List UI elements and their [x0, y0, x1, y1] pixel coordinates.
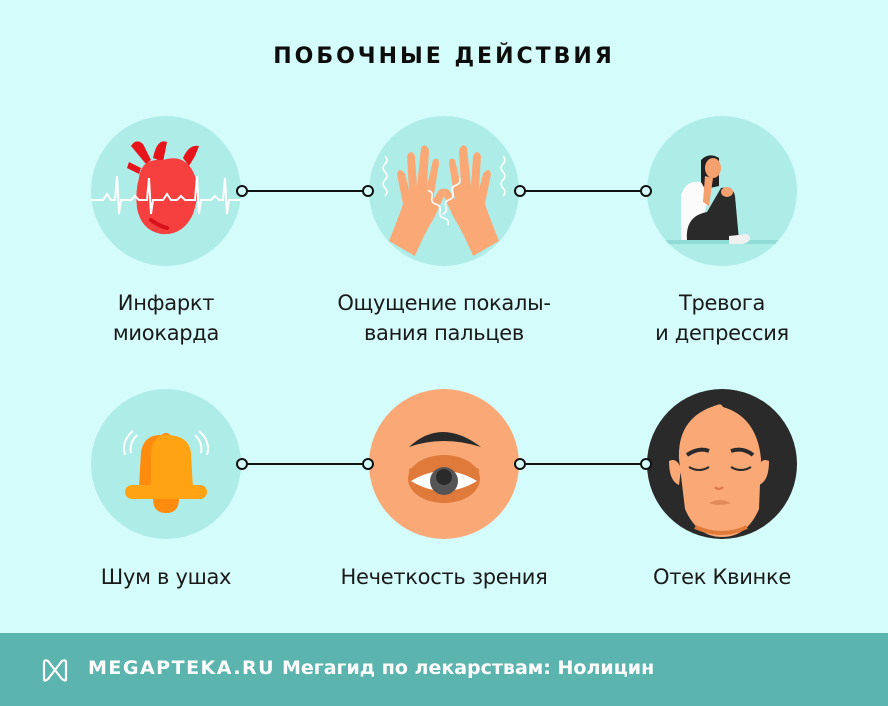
side-effect-label: Тревога и депрессия	[602, 288, 842, 348]
connector-dot	[640, 458, 652, 470]
face-circle	[647, 389, 797, 539]
side-effect-label: Шум в ушах	[100, 565, 232, 589]
connector-dot	[514, 458, 526, 470]
heart-icon	[91, 116, 241, 266]
connector-dot	[236, 458, 248, 470]
hands-circle	[369, 116, 519, 266]
footer-caption: Мегагид по лекарствам: Нолицин	[282, 657, 655, 679]
label-line: Инфаркт	[117, 291, 215, 315]
megapteka-logo-icon	[42, 659, 68, 682]
connector-line	[524, 463, 644, 465]
bell-circle	[91, 389, 241, 539]
footer-bar: MEGAPTEKA.RU Мегагид по лекарствам: Ноли…	[0, 633, 888, 706]
connector-dot	[362, 458, 374, 470]
label-line: миокарда	[112, 321, 220, 345]
side-effect-label: Ощущение покалы- вания пальцев	[324, 288, 564, 348]
heart-circle	[91, 116, 241, 266]
page-title: ПОБОЧНЫЕ ДЕЙСТВИЯ	[273, 44, 615, 69]
anxious-person-icon	[647, 116, 797, 266]
tingling-hands-icon	[369, 116, 519, 266]
logo-text[interactable]: MEGAPTEKA.RU	[88, 657, 276, 679]
connector-line	[246, 190, 366, 192]
ringing-bell-icon	[91, 389, 241, 539]
connector-dot	[362, 185, 374, 197]
connector-dot	[640, 185, 652, 197]
connector-line	[246, 463, 366, 465]
eye-circle	[369, 389, 519, 539]
label-line: и депрессия	[655, 321, 789, 345]
connector-line	[524, 190, 644, 192]
connector-dot	[514, 185, 526, 197]
connector-dot	[236, 185, 248, 197]
eye-icon	[369, 389, 519, 539]
anxiety-circle	[647, 116, 797, 266]
side-effect-label: Инфаркт миокарда	[46, 288, 286, 348]
label-line: Тревога	[678, 291, 766, 315]
label-line: вания пальцев	[363, 321, 525, 345]
label-line: Ощущение покалы-	[337, 291, 551, 315]
side-effect-label: Нечеткость зрения	[340, 565, 548, 589]
swollen-face-icon	[647, 389, 797, 539]
side-effect-label: Отек Квинке	[652, 565, 791, 589]
